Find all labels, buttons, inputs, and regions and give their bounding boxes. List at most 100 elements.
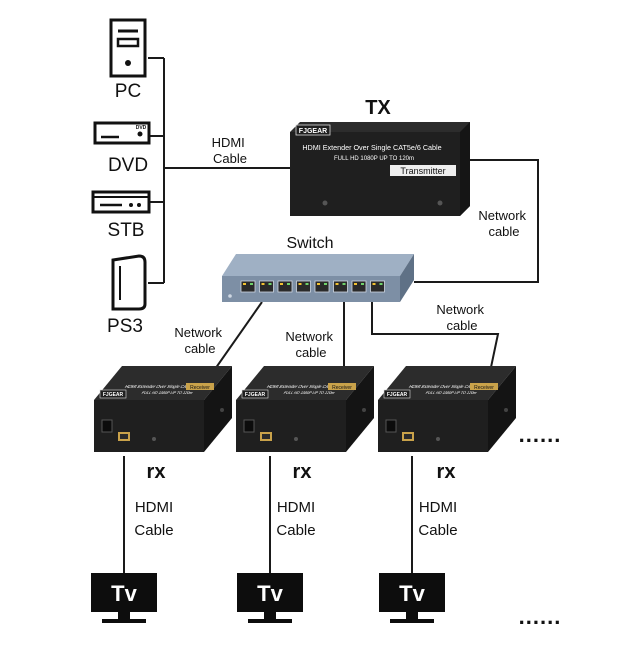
- receiver-brand-box: [99, 389, 127, 399]
- rx-label: rx: [293, 461, 312, 483]
- receiver-screw: [504, 408, 508, 412]
- switch-port: [314, 280, 330, 293]
- pc-tower-icon: [109, 18, 147, 78]
- tx-brand: FJGEAR: [299, 128, 327, 135]
- rx2-network-cable-label: Network cable: [285, 329, 336, 360]
- switch-port-led: [243, 283, 246, 285]
- dc-power-port: [385, 419, 397, 433]
- receiver-badge: Receiver: [332, 385, 352, 391]
- switch-label: Switch: [286, 235, 333, 252]
- tv-icon: Tv: [91, 573, 157, 623]
- hdmi-port-slot: [120, 434, 128, 439]
- switch-port-led: [268, 283, 272, 285]
- receiver-side: [346, 366, 374, 452]
- receiver-top: [236, 366, 374, 400]
- network-switch: [222, 254, 414, 302]
- tv-stand: [390, 619, 434, 623]
- tx-product-text: HDMI Extender Over Single CAT5e/6 Cable: [302, 143, 441, 152]
- receiver-brand-box: [241, 389, 269, 399]
- receiver-product-text: HDMI Extender Over Single CAT5e/6 Cable: [265, 384, 354, 390]
- tx-badge-box: [390, 165, 456, 176]
- receiver-brand: FJGEAR: [387, 392, 408, 398]
- receiver-top: [378, 366, 516, 400]
- dvd-player-icon: DVD: [93, 121, 151, 145]
- receiver-badge: Receiver: [474, 385, 494, 391]
- receiver-screw: [152, 437, 156, 441]
- switch-port-led: [261, 283, 265, 285]
- receiver-screw: [220, 408, 224, 412]
- switch-port: [333, 280, 348, 293]
- receivers-ellipsis: ......: [519, 422, 562, 447]
- switch-port-led: [324, 283, 327, 285]
- switch-ports: [240, 280, 385, 293]
- receiver-spec-text: FULL HD 1080P UP TO 120m: [425, 390, 479, 395]
- receiver-badge-box: [470, 383, 498, 390]
- tv-label: Tv: [257, 581, 283, 606]
- rx-label: rx: [147, 461, 166, 483]
- pc-label: PC: [115, 81, 141, 102]
- switch-port-led: [361, 283, 364, 285]
- hdmi-port-slot: [262, 434, 270, 439]
- receiver-brand: FJGEAR: [103, 392, 124, 398]
- switch-port: [296, 280, 311, 293]
- switch-port: [370, 280, 385, 293]
- receiver-screw: [436, 437, 440, 441]
- ps3-label: PS3: [107, 316, 143, 337]
- switch-port-led: [354, 283, 357, 285]
- receiver-side: [488, 366, 516, 452]
- switch-port-led: [298, 283, 302, 285]
- hdmi-source-cable-label: HDMI Cable: [212, 135, 249, 166]
- hdmi-cable-label: Cable: [134, 522, 173, 539]
- hdmi-port-slot: [404, 434, 412, 439]
- switch-port-led: [379, 283, 383, 285]
- switch-port-led: [305, 283, 309, 285]
- net-line-rx3: [371, 302, 500, 373]
- tv-neck: [264, 612, 276, 620]
- tv-icon: Tv: [237, 573, 303, 623]
- dvd-label: DVD: [108, 155, 148, 176]
- switch-port-led: [317, 283, 320, 285]
- tv-screen: [237, 573, 303, 612]
- switch-port-led: [342, 283, 346, 285]
- tx-heading: TX: [365, 97, 391, 119]
- tx-screw-left: [322, 200, 328, 206]
- switch-power-led: [228, 294, 232, 298]
- tv-label: Tv: [111, 581, 137, 606]
- switch-port-led: [372, 283, 376, 285]
- tx-spec-text: FULL HD 1080P UP TO 120m: [334, 156, 414, 162]
- stb-label: STB: [108, 220, 145, 241]
- tv-icon: Tv: [379, 573, 445, 623]
- tv-stand: [248, 619, 292, 623]
- switch-port-led: [335, 283, 339, 285]
- receiver-product-text: HDMI Extender Over Single CAT5e/6 Cable: [123, 384, 212, 390]
- dc-power-port: [101, 419, 113, 433]
- switch-port: [240, 280, 256, 293]
- tx-badge: Transmitter: [400, 166, 445, 176]
- switch-port: [277, 280, 293, 293]
- receiver-product-text: HDMI Extender Over Single CAT5e/6 Cable: [407, 384, 496, 390]
- receiver-badge-box: [186, 383, 214, 390]
- rx3-network-cable-label: Network cable: [436, 302, 487, 333]
- transmitter-device: FJGEAR HDMI Extender Over Single CAT5e/6…: [290, 122, 470, 216]
- connection-lines: [123, 57, 539, 578]
- switch-port-led: [280, 283, 283, 285]
- tvs-ellipsis: ......: [519, 604, 562, 629]
- receiver-unit: FJGEAR HDMI Extender Over Single CAT5e/6 …: [378, 366, 516, 452]
- game-console-icon: [111, 254, 147, 311]
- receiver-brand-box: [383, 389, 411, 399]
- switch-port-led: [287, 283, 290, 285]
- hdmi-cable-label: Cable: [276, 522, 315, 539]
- tv-neck: [118, 612, 130, 620]
- dvd-logo-text: DVD: [136, 125, 147, 131]
- tx-network-cable-label: Network cable: [478, 208, 529, 239]
- receiver-side: [204, 366, 232, 452]
- rx-label: rx: [437, 461, 456, 483]
- hdmi-cable-label: HDMI: [277, 499, 315, 516]
- tx-network-line: [414, 159, 539, 283]
- receiver-unit: FJGEAR HDMI Extender Over Single CAT5e/6 …: [94, 366, 232, 452]
- tx-brand-box: [295, 124, 331, 136]
- receiver-screw: [294, 437, 298, 441]
- tv-neck: [406, 612, 418, 620]
